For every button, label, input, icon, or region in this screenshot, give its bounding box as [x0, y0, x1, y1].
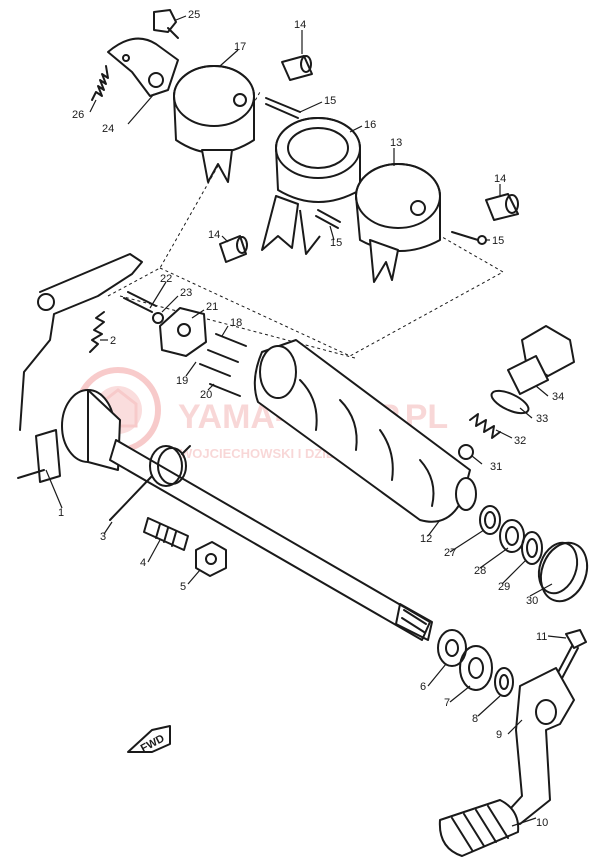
part-label: 5 — [180, 581, 186, 593]
part-label: 12 — [420, 533, 432, 545]
part-label: 15 — [330, 237, 342, 249]
return-spring-3 — [109, 445, 191, 521]
washer-27 — [479, 505, 501, 535]
part-label: 14 — [208, 229, 220, 241]
shift-drum-12 — [253, 339, 477, 523]
washer-29 — [521, 531, 543, 565]
segment-21 — [159, 307, 207, 357]
part-label: 19 — [176, 375, 188, 387]
ball-31 — [458, 444, 474, 460]
part-label: 14 — [294, 19, 306, 31]
screw-22 — [123, 291, 157, 313]
pin-14-right — [485, 193, 519, 221]
pin-15-mid — [315, 209, 341, 229]
fwd-arrow: FWD — [127, 725, 171, 755]
leader-lines — [45, 15, 567, 827]
part-label: 26 — [72, 109, 84, 121]
washer-6 — [437, 629, 467, 667]
pin-14-left — [219, 235, 248, 263]
part-label: 24 — [102, 123, 114, 135]
part-label: 17 — [234, 41, 246, 53]
part-label: 34 — [552, 391, 564, 403]
pin-14-top — [281, 55, 313, 81]
part-label: 16 — [364, 119, 376, 131]
spring-26 — [91, 65, 109, 101]
part-label: 2 — [110, 335, 116, 347]
part-label: 31 — [490, 461, 502, 473]
shift-guide-1 — [17, 253, 143, 483]
gasket-33 — [490, 389, 530, 415]
part-label: 21 — [206, 301, 218, 313]
pedal-rubber-10 — [438, 799, 520, 857]
part-label: 1 — [58, 507, 64, 519]
plug-34 — [507, 325, 575, 395]
stopper-lever-24 — [107, 37, 179, 97]
part-label: 18 — [230, 317, 242, 329]
washer-7 — [459, 645, 493, 691]
bearing-28 — [499, 519, 525, 553]
part-label: 14 — [494, 173, 506, 185]
part-label: 7 — [444, 697, 450, 709]
part-label: 27 — [444, 547, 456, 559]
spring-32 — [469, 413, 501, 439]
shift-shaft-body — [61, 389, 433, 641]
pins-18-19-20 — [199, 333, 247, 397]
part-label: 20 — [200, 389, 212, 401]
assembly-outline-pins — [119, 295, 356, 359]
part-label: 11 — [536, 631, 547, 643]
part-label: 9 — [496, 729, 502, 741]
part-label: 10 — [536, 817, 548, 829]
washer-8 — [494, 667, 514, 697]
stud-4 — [143, 517, 189, 551]
pin-15-right — [451, 231, 487, 245]
part-label: 4 — [140, 557, 146, 569]
part-label: 28 — [474, 565, 486, 577]
shift-fork-16 — [261, 117, 361, 255]
part-label: 22 — [160, 273, 172, 285]
part-label: 13 — [390, 137, 402, 149]
part-label: 6 — [420, 681, 426, 693]
part-label: 15 — [324, 95, 336, 107]
part-label: 30 — [526, 595, 538, 607]
cap-30 — [537, 541, 589, 603]
spring-2 — [89, 311, 105, 353]
pin-15-top — [265, 97, 301, 119]
part-label: 8 — [472, 713, 478, 725]
shift-fork-17 — [173, 65, 255, 183]
nut-5 — [195, 541, 227, 577]
shift-pedal-9 — [499, 667, 575, 825]
bolt-25 — [153, 9, 179, 39]
part-label: 33 — [536, 413, 548, 425]
washer-23 — [152, 312, 164, 324]
part-label: 15 — [492, 235, 504, 247]
part-label: 23 — [180, 287, 192, 299]
part-label: 32 — [514, 435, 526, 447]
part-label: 3 — [100, 531, 106, 543]
part-label: 25 — [188, 9, 200, 21]
shift-fork-13 — [355, 163, 441, 283]
part-label: 29 — [498, 581, 510, 593]
